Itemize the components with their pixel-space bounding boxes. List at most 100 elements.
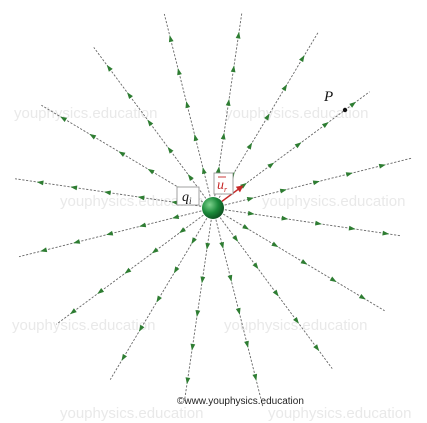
field-arrow — [300, 259, 308, 265]
field-arrow — [242, 224, 250, 230]
field-arrow — [124, 267, 132, 274]
field-line — [93, 47, 207, 199]
watermark-text: youphysics.education — [262, 193, 405, 210]
field-arrow — [118, 151, 126, 157]
field-arrow — [156, 295, 162, 303]
field-arrow — [235, 307, 241, 315]
field-arrow — [139, 222, 147, 228]
field-arrow — [358, 294, 366, 300]
field-arrow — [329, 276, 337, 283]
field-arrow — [185, 377, 191, 385]
field-arrow — [215, 166, 221, 174]
field-arrow — [147, 168, 155, 175]
field-arrow — [227, 274, 233, 282]
field-line — [163, 13, 211, 197]
field-arrow — [247, 210, 255, 216]
field-arrow — [97, 288, 105, 294]
field-arrow — [244, 340, 249, 348]
field-arrow — [202, 167, 207, 175]
field-arrow — [69, 308, 77, 315]
field-arrow — [167, 146, 174, 154]
field-arrow — [252, 373, 258, 381]
watermark-layer: youphysics.education youphysics.educatio… — [12, 105, 411, 422]
field-arrow — [299, 55, 305, 63]
watermark-text: youphysics.education — [225, 105, 368, 122]
watermark-text: youphysics.education — [268, 405, 411, 422]
field-arrow — [89, 133, 97, 140]
field-arrow — [264, 113, 270, 121]
field-arrow — [281, 84, 288, 92]
field-arrow — [267, 162, 275, 169]
watermark-text: youphysics.education — [60, 193, 203, 210]
field-arrow — [106, 230, 114, 236]
copyright-credit: ©www.youphysics.education — [177, 396, 304, 407]
field-line — [18, 210, 202, 258]
field-arrow — [172, 214, 180, 219]
field-arrow — [177, 68, 182, 76]
unit-vector-arrowhead — [235, 185, 244, 193]
field-lines — [15, 12, 412, 407]
field-arrow — [225, 98, 231, 106]
field-arrow — [293, 316, 299, 324]
field-arrow — [312, 180, 320, 186]
field-arrow — [279, 188, 287, 194]
field-arrow — [240, 182, 247, 189]
charge-label: qi — [176, 186, 200, 206]
field-arrow — [40, 247, 48, 253]
field-arrow — [200, 276, 206, 284]
field-arrow — [70, 185, 78, 191]
point-p-dot — [342, 107, 348, 113]
svg-text:ur: ur — [217, 178, 228, 194]
field-arrow — [315, 220, 323, 226]
unit-vector-label-box — [213, 172, 234, 195]
field-line — [224, 209, 402, 237]
field-arrow — [348, 225, 356, 231]
field-arrow — [106, 64, 113, 72]
point-p-label: P — [323, 89, 333, 105]
field-arrow — [321, 122, 329, 128]
field-arrow — [36, 180, 44, 186]
field-line — [15, 178, 202, 207]
field-arrow — [185, 101, 191, 109]
field-arrow — [173, 266, 180, 274]
field-arrow — [294, 142, 302, 149]
watermark-text: youphysics.education — [12, 317, 155, 334]
field-arrow — [179, 227, 186, 234]
field-arrow — [121, 353, 127, 361]
field-arrow — [220, 132, 226, 140]
charge-label-subscript: i — [189, 196, 192, 206]
field-arrow — [272, 289, 279, 297]
watermark-text: youphysics.education — [224, 317, 367, 334]
field-arrow — [187, 174, 194, 181]
field-arrow — [147, 119, 154, 127]
field-arrow — [246, 142, 253, 150]
watermark-text: youphysics.education — [60, 405, 203, 422]
field-arrow — [230, 65, 236, 73]
point-p: P — [323, 89, 348, 113]
field-arrow — [271, 241, 279, 248]
field-arrow — [195, 310, 201, 318]
charge-label-box — [176, 186, 200, 206]
field-arrow — [138, 324, 145, 332]
field-arrow — [281, 215, 289, 221]
field-line — [109, 218, 208, 380]
field-arrow — [73, 239, 81, 244]
field-arrow — [382, 230, 390, 236]
field-arrow — [191, 237, 197, 245]
field-arrow — [171, 200, 179, 206]
field-arrow — [349, 101, 357, 108]
field-line — [223, 213, 385, 312]
point-charge — [202, 197, 224, 219]
charge-label-text: q — [182, 190, 189, 205]
field-arrow — [151, 247, 159, 254]
field-arrow — [205, 242, 211, 250]
field-arrow — [190, 343, 196, 351]
field-line — [41, 104, 203, 203]
field-line — [219, 217, 333, 369]
field-arrow — [168, 35, 174, 43]
field-arrow — [252, 262, 259, 270]
unit-vector-label-subscript: r — [224, 185, 228, 194]
field-arrow — [313, 344, 320, 352]
